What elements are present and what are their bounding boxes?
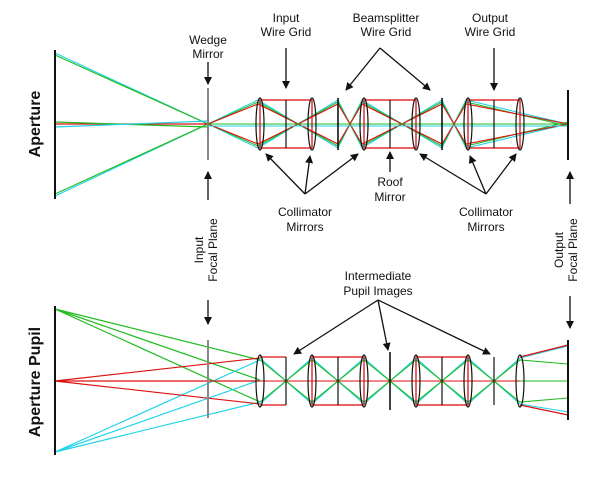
collimator-lens: [359, 97, 369, 151]
beam-edge: [519, 344, 569, 358]
collimator-lens: [255, 97, 265, 151]
collimator-left-label-2: Mirrors: [286, 220, 323, 234]
collimator-lens: [515, 97, 525, 151]
collimator-lens: [411, 97, 421, 151]
collimator-lens: [463, 97, 473, 151]
ray: [54, 308, 261, 381]
text-labels: Aperture Aperture Pupil Wedge Mirror Inp…: [27, 11, 580, 437]
output-focal-plane-label-1: Output: [552, 231, 566, 268]
wedge-mirror-label-2: Mirror: [192, 47, 223, 61]
collimator-lens: [255, 354, 265, 408]
input-focal-plane-label-1: Input: [192, 236, 206, 263]
arrow-beamsplitter-1: [345, 47, 381, 91]
arrow-collimator-l3: [304, 153, 359, 195]
output-wire-grid-label-1: Output: [472, 11, 509, 25]
wedge-mirror-label-1: Wedge: [189, 33, 227, 47]
beamsplitter-label-2: Wire Grid: [361, 25, 412, 39]
collimator-lens: [307, 97, 317, 151]
roof-mirror-label-2: Mirror: [374, 190, 405, 204]
collimator-right-label-1: Collimator: [459, 205, 513, 219]
arrow-collimator-r3: [485, 153, 517, 195]
ray: [54, 401, 261, 453]
collimator-lens: [307, 354, 317, 408]
ray: [54, 357, 261, 382]
input-wire-grid-label-1: Input: [273, 11, 300, 25]
top-lenses: [255, 97, 525, 151]
beam-edge: [519, 404, 569, 416]
output-focal-plane-label-2: Focal Plane: [566, 218, 580, 282]
bottom-lenses: [255, 354, 525, 408]
arrow-collimator-r2: [469, 155, 487, 195]
aperture-pupil-label: Aperture Pupil: [27, 327, 44, 437]
ray: [54, 379, 261, 453]
collimator-lens: [463, 354, 473, 408]
collimator-lens: [359, 354, 369, 408]
ray: [54, 120, 209, 128]
ray: [54, 123, 209, 195]
aperture-label: Aperture: [27, 91, 44, 158]
input-focal-plane-label-2: Focal Plane: [206, 218, 220, 282]
arrow-pupil-3: [377, 299, 491, 355]
beamsplitter-label-1: Beamsplitter: [353, 11, 420, 25]
top-wire-grids: [337, 98, 443, 150]
annotation-arrows: [204, 47, 574, 355]
bottom-panel: [54, 306, 569, 455]
collimator-lens: [515, 354, 525, 408]
ray: [54, 359, 261, 453]
arrow-collimator-r1: [419, 153, 487, 195]
ray: [54, 380, 261, 405]
top-relay-rays: [207, 99, 569, 149]
top-panel: [54, 50, 569, 199]
arrow-collimator-l1: [265, 153, 306, 195]
ray: [54, 308, 261, 361]
ray: [54, 308, 261, 403]
input-wire-grid-label-2: Wire Grid: [261, 25, 312, 39]
collimator-right-label-2: Mirrors: [467, 220, 504, 234]
pupil-images-label-2: Pupil Images: [343, 284, 412, 298]
bottom-box-dividers: [285, 352, 495, 410]
top-input-rays: [54, 52, 209, 197]
ray: [259, 345, 569, 405]
bottom-input-rays: [54, 308, 261, 453]
arrow-collimator-l2: [304, 155, 314, 195]
top-box-dividers: [285, 100, 495, 148]
arrow-pupil-2: [377, 299, 391, 351]
ray: [54, 54, 209, 125]
arrow-pupil-1: [293, 299, 379, 355]
arrow-beamsplitter-2: [379, 47, 431, 91]
collimator-left-label-1: Collimator: [278, 205, 332, 219]
pupil-images-label-1: Intermediate: [345, 269, 412, 283]
roof-mirror-label-1: Roof: [377, 175, 403, 189]
collimator-lens: [411, 354, 421, 408]
output-wire-grid-label-2: Wire Grid: [465, 25, 516, 39]
